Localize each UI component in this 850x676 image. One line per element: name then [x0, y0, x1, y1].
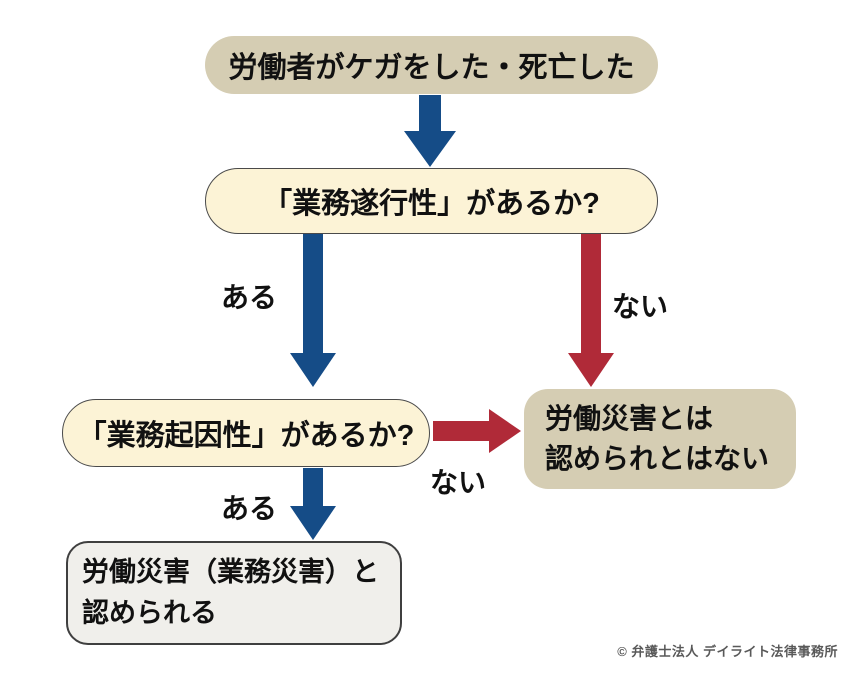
edge-label-q2-no: ない: [430, 467, 487, 498]
node-result-not-recognized: 労働災害とは 認められとはない: [524, 389, 796, 489]
arrow-q1-no-icon: [568, 234, 614, 387]
node-question-gyomu-kiinsei: 「業務起因性」があるか?: [62, 399, 430, 467]
edge-label-q1-no: ない: [612, 291, 669, 322]
copyright-notice: © 弁護士法人 デイライト法律事務所: [617, 644, 838, 659]
node-result-not-recognized-line1: 労働災害とは: [545, 403, 714, 434]
node-question-gyomu-suikosei: 「業務遂行性」があるか?: [205, 168, 658, 234]
arrow-q2-no-icon: [433, 409, 521, 453]
arrow-start-to-q1-icon: [404, 95, 456, 167]
node-result-recognized-line1: 労働災害（業務災害）と: [82, 557, 379, 587]
edge-label-q2-yes: ある: [221, 493, 278, 524]
arrow-q2-yes-icon: [290, 468, 336, 540]
node-result-recognized-line2: 認められる: [82, 598, 217, 628]
edge-label-q1-yes: ある: [221, 282, 278, 313]
node-result-recognized: 労働災害（業務災害）と 認められる: [66, 541, 402, 645]
node-start: 労働者がケガをした・死亡した: [205, 36, 658, 94]
node-result-not-recognized-line2: 認められとはない: [545, 443, 770, 474]
arrow-q1-yes-icon: [290, 234, 336, 387]
